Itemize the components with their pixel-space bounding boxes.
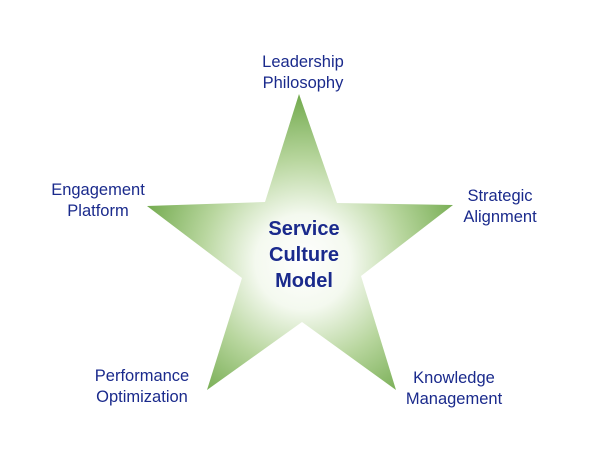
center-title-line: Service xyxy=(268,218,340,240)
star-point-strategic-alignment: Strategic Alignment xyxy=(444,186,556,228)
star-point-performance-optimization: Performance Optimization xyxy=(80,366,204,408)
label-line: Strategic xyxy=(467,187,533,205)
center-title-line: Model xyxy=(275,270,333,292)
star-point-engagement-platform: Engagement Platform xyxy=(36,180,160,222)
label-line: Management xyxy=(405,390,503,408)
label-line: Performance xyxy=(94,367,190,385)
diagram-center-title: Service Culture Model xyxy=(234,216,374,294)
label-line: Platform xyxy=(67,202,129,220)
star-point-knowledge-management: Knowledge Management xyxy=(392,368,516,410)
label-line: Alignment xyxy=(463,208,537,226)
label-line: Philosophy xyxy=(262,74,344,92)
star-point-leadership-philosophy: Leadership Philosophy xyxy=(242,52,364,94)
star-shape xyxy=(147,94,453,390)
center-title-line: Culture xyxy=(269,244,339,266)
label-line: Knowledge xyxy=(413,369,495,387)
label-line: Engagement xyxy=(51,181,145,199)
label-line: Leadership xyxy=(262,53,344,71)
label-line: Optimization xyxy=(96,388,188,406)
